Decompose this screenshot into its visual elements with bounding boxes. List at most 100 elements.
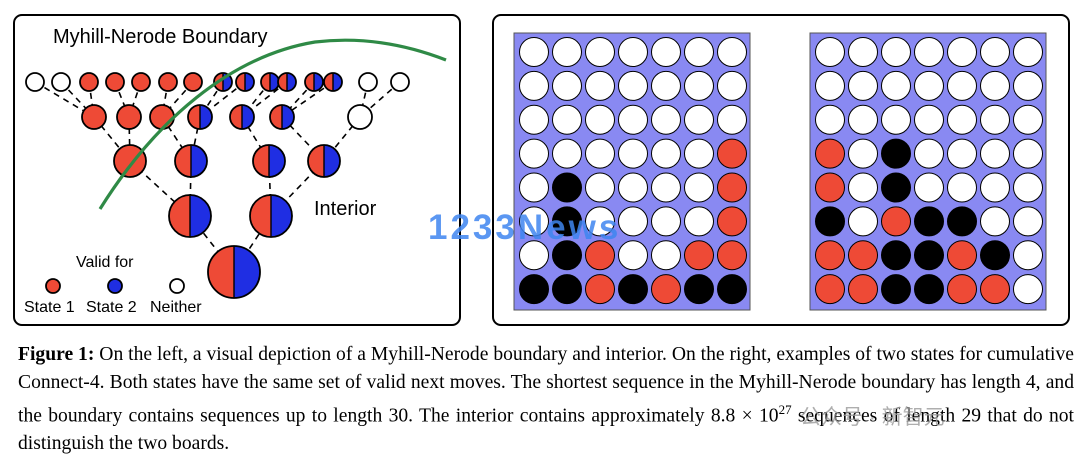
red-piece — [585, 274, 615, 305]
tree-node-both — [260, 72, 280, 92]
black-piece — [552, 172, 582, 203]
red-piece — [717, 206, 747, 237]
tree-node-both — [168, 194, 212, 238]
empty-slot — [717, 37, 747, 67]
red-piece — [585, 240, 615, 271]
board-1 — [513, 32, 751, 311]
empty-slot — [519, 240, 549, 271]
black-piece — [881, 274, 911, 305]
empty-slot — [585, 138, 615, 169]
empty-slot — [552, 70, 582, 101]
tree-node-state1 — [183, 72, 203, 92]
tree-nodes — [25, 72, 410, 299]
legend-label-neither: Neither — [150, 299, 202, 316]
empty-slot — [651, 104, 681, 135]
empty-slot — [980, 172, 1010, 203]
red-piece — [815, 172, 845, 203]
tree-node-state1 — [131, 72, 151, 92]
empty-slot — [651, 240, 681, 271]
empty-slot — [651, 206, 681, 237]
black-piece — [914, 240, 944, 271]
account-watermark: 公众号 · 新智元 — [800, 406, 945, 429]
empty-slot — [519, 37, 549, 67]
empty-slot — [980, 70, 1010, 101]
empty-slot — [684, 70, 714, 101]
red-piece — [684, 240, 714, 271]
empty-slot — [618, 172, 648, 203]
boundary-curve — [98, 38, 447, 210]
empty-slot — [980, 138, 1010, 169]
empty-slot — [1013, 104, 1043, 135]
tree-node-state1 — [149, 104, 175, 130]
tree-node-neither — [51, 72, 71, 92]
tree-node-state1 — [113, 144, 147, 178]
empty-slot — [848, 104, 878, 135]
caption-exponent: 27 — [778, 402, 792, 418]
empty-slot — [881, 37, 911, 67]
tree-node-both — [323, 72, 343, 92]
empty-slot — [618, 240, 648, 271]
empty-slot — [618, 206, 648, 237]
red-piece — [980, 274, 1010, 305]
tree-node-state1 — [81, 104, 107, 130]
empty-slot — [848, 138, 878, 169]
legend-label-state1: State 1 — [24, 299, 75, 316]
empty-slot — [684, 37, 714, 67]
black-piece — [881, 172, 911, 203]
legend-label-state2: State 2 — [86, 299, 137, 316]
tree-node-both — [235, 72, 255, 92]
black-piece — [914, 274, 944, 305]
black-piece — [947, 206, 977, 237]
empty-slot — [848, 206, 878, 237]
empty-slot — [914, 172, 944, 203]
empty-slot — [618, 104, 648, 135]
empty-slot — [815, 70, 845, 101]
tree-node-neither — [358, 72, 378, 92]
black-piece — [552, 274, 582, 305]
empty-slot — [881, 104, 911, 135]
empty-slot — [717, 104, 747, 135]
empty-slot — [585, 70, 615, 101]
black-piece — [684, 274, 714, 305]
tree-node-state1 — [158, 72, 178, 92]
left-figure-panel: Myhill-Nerode Boundary Interior Valid fo… — [13, 14, 461, 326]
myhill-nerode-tree — [25, 38, 447, 299]
tree-node-state1 — [116, 104, 142, 130]
empty-slot — [848, 172, 878, 203]
empty-slot — [618, 70, 648, 101]
tree-node-state1 — [79, 72, 99, 92]
empty-slot — [1013, 70, 1043, 101]
empty-slot — [717, 70, 747, 101]
red-piece — [815, 274, 845, 305]
legend-marker-state1 — [45, 278, 61, 294]
tree-node-neither — [347, 104, 373, 130]
tree-node-both — [304, 72, 324, 92]
red-piece — [815, 240, 845, 271]
tree-node-both — [277, 72, 297, 92]
connect4-boards — [513, 32, 1047, 311]
empty-slot — [914, 37, 944, 67]
red-piece — [881, 206, 911, 237]
tree-node-state1 — [105, 72, 125, 92]
empty-slot — [1013, 240, 1043, 271]
empty-slot — [947, 138, 977, 169]
black-piece — [881, 138, 911, 169]
tree-node-both — [252, 144, 286, 178]
empty-slot — [519, 172, 549, 203]
empty-slot — [1013, 138, 1043, 169]
empty-slot — [585, 206, 615, 237]
tree-node-both — [269, 104, 295, 130]
empty-slot — [947, 172, 977, 203]
empty-slot — [651, 138, 681, 169]
caption-text: On the left, a visual depiction of a Myh… — [18, 344, 1074, 427]
red-piece — [947, 240, 977, 271]
red-piece — [717, 172, 747, 203]
empty-slot — [848, 70, 878, 101]
tree-node-both — [213, 72, 233, 92]
tree-node-neither — [390, 72, 410, 92]
tree-node-both — [207, 245, 261, 299]
interior-label: Interior — [314, 198, 377, 220]
black-piece — [717, 274, 747, 305]
red-piece — [717, 138, 747, 169]
empty-slot — [651, 70, 681, 101]
